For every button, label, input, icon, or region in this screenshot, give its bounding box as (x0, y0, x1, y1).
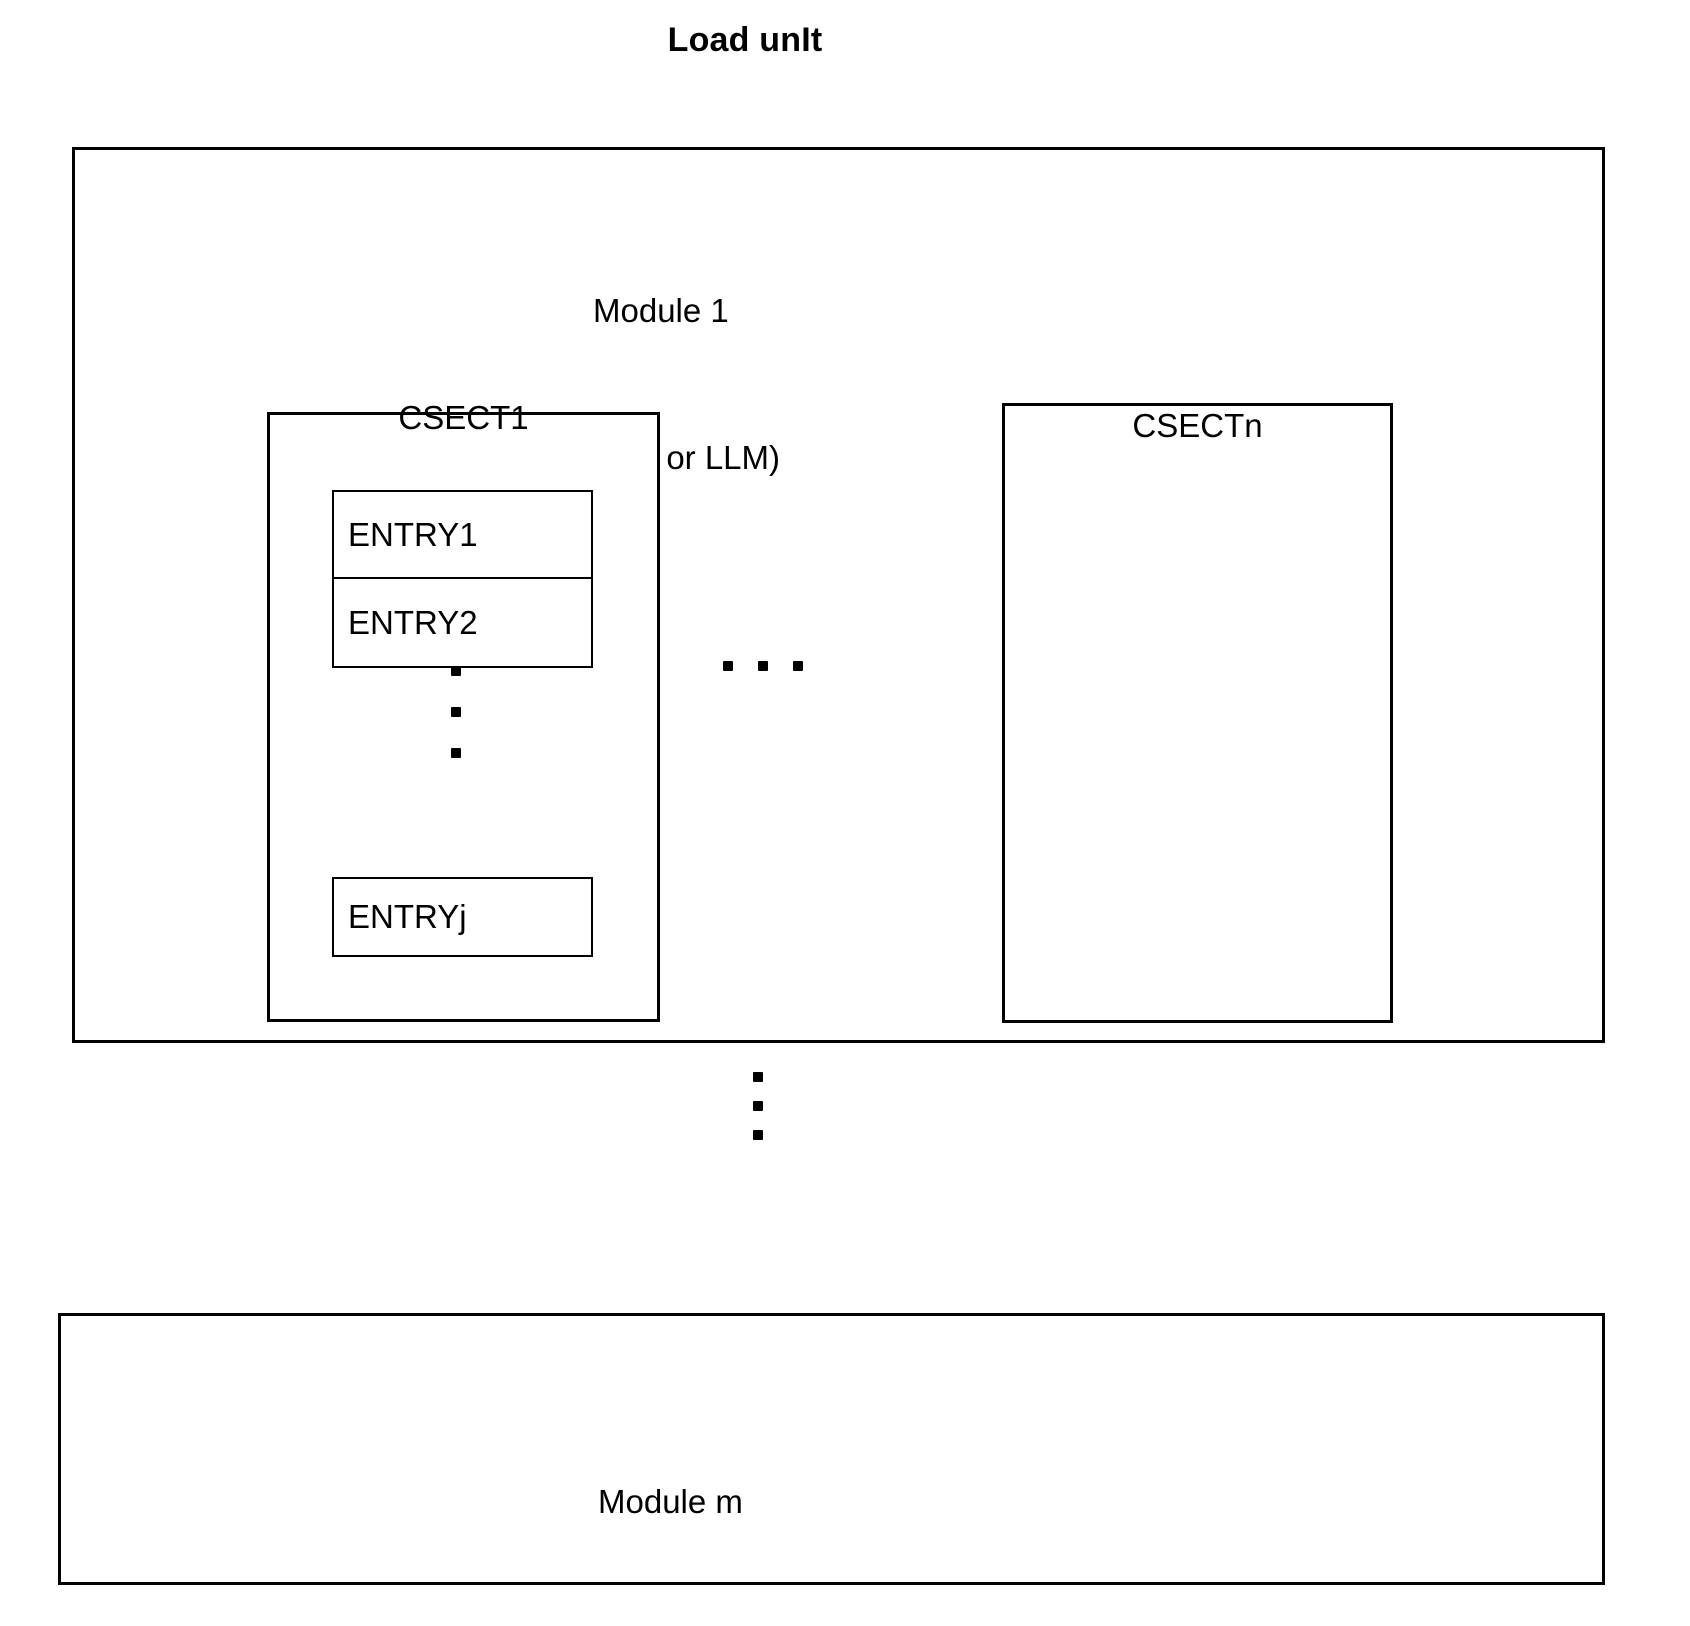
csectn-title: CSECTn (1132, 407, 1263, 444)
dot-icon (451, 748, 461, 758)
csectn-box (1002, 403, 1393, 1023)
figure-title: Load unIt (667, 21, 823, 59)
module-m-label-line1: Module m (598, 1483, 743, 1520)
module-m-label: Module m (OM or LLM) (598, 1379, 785, 1626)
csect1-title: CSECT1 (398, 399, 529, 436)
dot-icon (753, 1101, 763, 1111)
entry-stack-box: ENTRY1 ENTRY2 (332, 490, 593, 668)
dot-icon (758, 661, 768, 671)
module-m-box (58, 1313, 1605, 1585)
dot-icon (451, 666, 461, 676)
dot-icon (753, 1072, 763, 1082)
dot-icon (753, 1130, 763, 1140)
entryj-box: ENTRYj (332, 877, 593, 957)
csect-horizontal-ellipsis-icon (723, 660, 803, 672)
entry-row: ENTRYj (348, 898, 467, 935)
entry-row: ENTRY2 (348, 603, 478, 641)
module-vertical-ellipsis-icon (752, 1072, 764, 1140)
entry-row: ENTRY1 (334, 492, 591, 579)
dot-icon (793, 661, 803, 671)
dot-icon (723, 661, 733, 671)
module-1-label-line1: Module 1 (593, 292, 729, 329)
dot-icon (451, 707, 461, 717)
csect1-vertical-ellipsis-icon (450, 666, 462, 758)
